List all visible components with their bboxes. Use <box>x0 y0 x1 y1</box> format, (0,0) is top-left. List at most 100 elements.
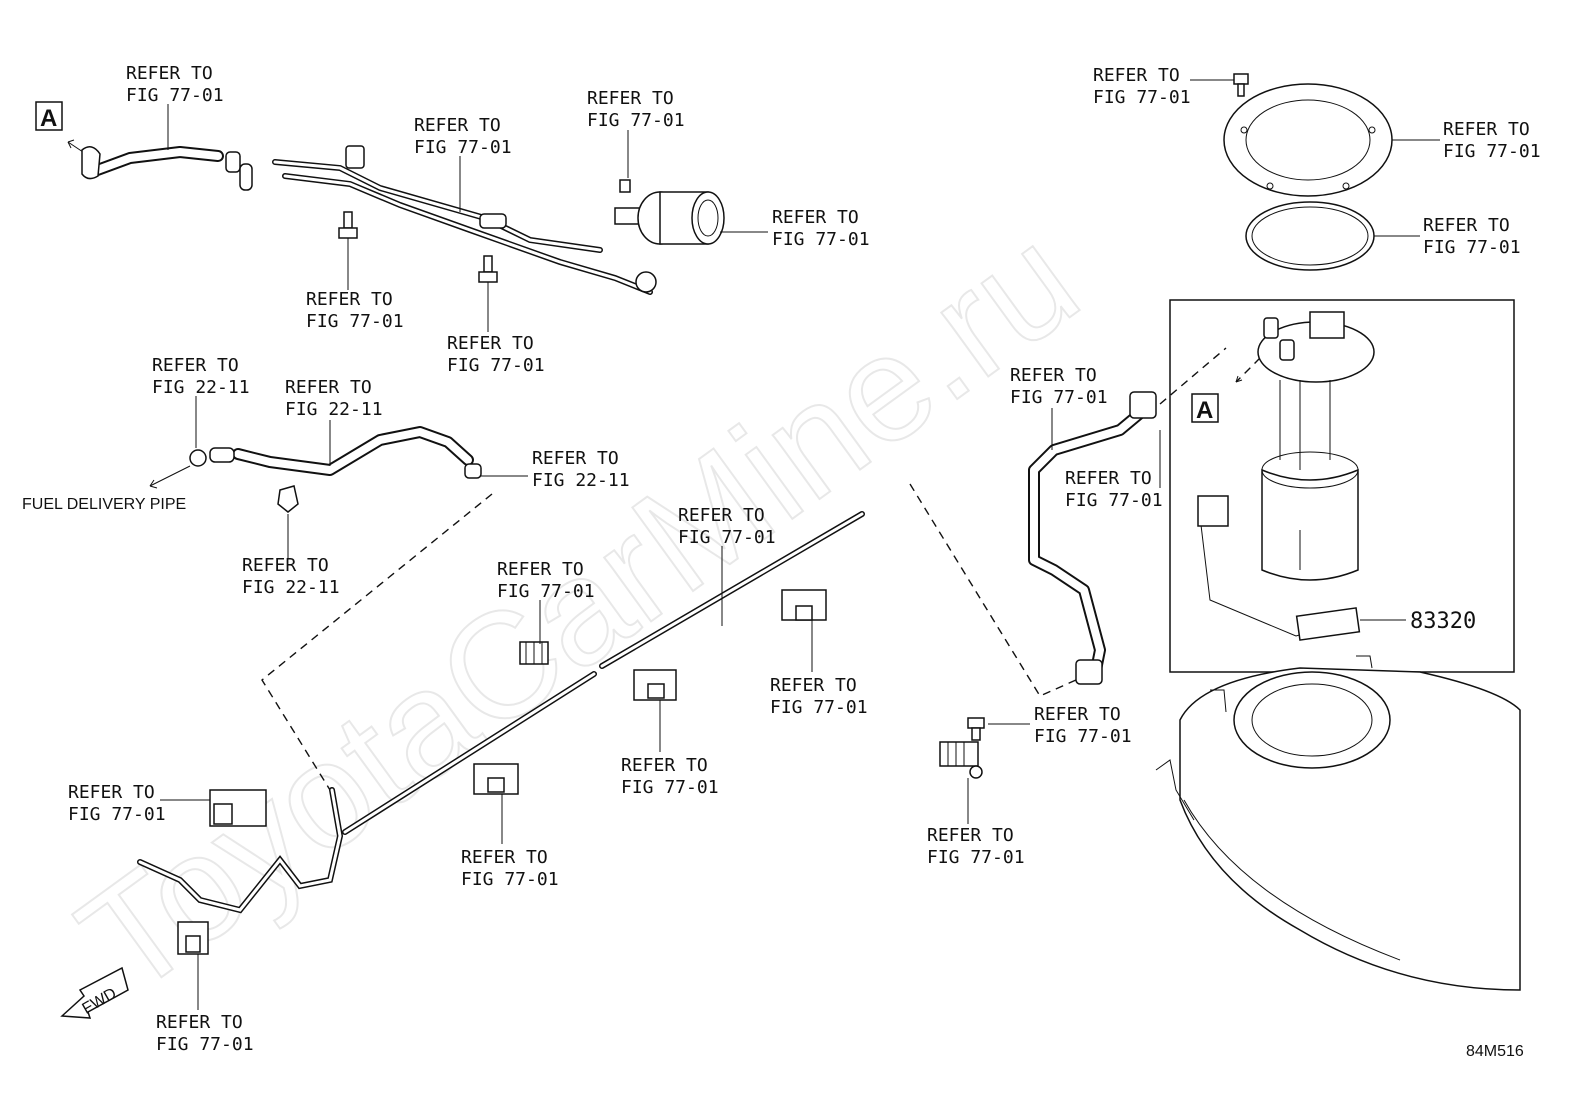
svg-text:FIG 22-11: FIG 22-11 <box>152 377 250 398</box>
marker-a-pump-label: A <box>1196 397 1213 424</box>
svg-text:FIG 77-01: FIG 77-01 <box>772 229 870 250</box>
marker-a-label: A <box>40 105 57 132</box>
svg-text:REFER TO: REFER TO <box>68 782 155 803</box>
svg-text:FIG 77-01: FIG 77-01 <box>1423 237 1521 258</box>
charcoal-canister <box>614 179 725 245</box>
svg-text:FIG 77-01: FIG 77-01 <box>1010 387 1108 408</box>
svg-text:REFER TO: REFER TO <box>285 377 372 398</box>
callout-canister-bolt: REFER TO FIG 77-01 <box>587 88 685 131</box>
callout-clamp-3: REFER TO FIG 77-01 <box>770 675 868 718</box>
callout-clamp-4: REFER TO FIG 77-01 <box>461 847 559 890</box>
svg-text:REFER TO: REFER TO <box>587 88 674 109</box>
svg-text:FIG 77-01: FIG 77-01 <box>68 804 166 825</box>
svg-text:REFER TO: REFER TO <box>1093 65 1180 86</box>
callout-clamp-6: REFER TO FIG 77-01 <box>156 1012 254 1055</box>
svg-text:REFER TO: REFER TO <box>772 207 859 228</box>
svg-text:FIG 77-01: FIG 77-01 <box>678 527 776 548</box>
svg-text:REFER TO: REFER TO <box>927 825 1014 846</box>
svg-text:FIG 77-01: FIG 77-01 <box>126 85 224 106</box>
bolt-1 <box>338 211 358 239</box>
svg-text:FIG 77-01: FIG 77-01 <box>1443 141 1541 162</box>
svg-text:REFER TO: REFER TO <box>1423 215 1510 236</box>
svg-text:FIG 22-11: FIG 22-11 <box>285 399 383 420</box>
svg-text:REFER TO: REFER TO <box>156 1012 243 1033</box>
svg-text:FIG 77-01: FIG 77-01 <box>1093 87 1191 108</box>
svg-text:FIG 77-01: FIG 77-01 <box>587 110 685 131</box>
svg-text:REFER TO: REFER TO <box>414 115 501 136</box>
clamp-6 <box>177 921 209 955</box>
svg-text:REFER TO: REFER TO <box>1034 704 1121 725</box>
callout-bolt-top-right: REFER TO FIG 77-01 <box>1093 65 1191 108</box>
svg-text:REFER TO: REFER TO <box>447 333 534 354</box>
callout-clamp-fig22-right: REFER TO FIG 22-11 <box>532 448 630 491</box>
svg-text:FIG 77-01: FIG 77-01 <box>927 847 1025 868</box>
svg-text:FIG 77-01: FIG 77-01 <box>414 137 512 158</box>
callout-clip-right-middle: REFER TO FIG 77-01 <box>927 825 1025 868</box>
svg-text:REFER TO: REFER TO <box>532 448 619 469</box>
callout-bolt-1: REFER TO FIG 77-01 <box>306 289 404 332</box>
svg-text:FIG 77-01: FIG 77-01 <box>770 697 868 718</box>
svg-text:REFER TO: REFER TO <box>126 63 213 84</box>
svg-text:FIG 77-01: FIG 77-01 <box>1065 490 1163 511</box>
callout-hose-fig22: REFER TO FIG 22-11 <box>285 377 383 420</box>
fuel-tube-long <box>137 511 865 914</box>
callout-pump-hose: REFER TO FIG 77-01 <box>1010 365 1108 408</box>
marker-a-top-left: A <box>35 101 87 155</box>
fuel-pump-assembly <box>1197 311 1375 641</box>
callout-clamp-5: REFER TO FIG 77-01 <box>68 782 166 825</box>
svg-text:FIG 77-01: FIG 77-01 <box>1034 726 1132 747</box>
svg-text:REFER TO: REFER TO <box>1065 468 1152 489</box>
fuel-pump-hose <box>1028 391 1157 685</box>
callout-clamp-fig22-left: REFER TO FIG 22-11 <box>152 355 250 398</box>
svg-text:REFER TO: REFER TO <box>306 289 393 310</box>
svg-text:REFER TO: REFER TO <box>770 675 857 696</box>
callout-clamp-2: REFER TO FIG 77-01 <box>621 755 719 798</box>
svg-text:REFER TO: REFER TO <box>1010 365 1097 386</box>
bolt-top-right <box>1233 73 1249 97</box>
svg-text:FIG 77-01: FIG 77-01 <box>497 581 595 602</box>
callout-hose-left: REFER TO FIG 77-01 <box>126 63 224 106</box>
bolt-right-middle <box>967 717 985 741</box>
svg-text:FIG 77-01: FIG 77-01 <box>461 869 559 890</box>
callout-bolt-right-middle: REFER TO FIG 77-01 <box>1034 704 1132 747</box>
retainer-plate <box>1223 83 1393 197</box>
svg-text:REFER TO: REFER TO <box>242 555 329 576</box>
dashed-region-left <box>261 493 493 791</box>
svg-text:REFER TO: REFER TO <box>152 355 239 376</box>
svg-text:FIG 77-01: FIG 77-01 <box>306 311 404 332</box>
callout-fuel-tube: REFER TO FIG 77-01 <box>678 505 776 548</box>
clip-right-middle <box>939 741 983 779</box>
part-number-83320: 83320 <box>1410 609 1476 634</box>
callout-gasket: REFER TO FIG 77-01 <box>1423 215 1521 258</box>
fuel-tank <box>1155 655 1521 991</box>
svg-text:REFER TO: REFER TO <box>621 755 708 776</box>
callout-canister: REFER TO FIG 77-01 <box>772 207 870 250</box>
fwd-arrow: FWD <box>60 966 129 1019</box>
callout-pump-connector: REFER TO FIG 77-01 <box>1065 468 1163 511</box>
marker-a-pump: A <box>1191 393 1219 424</box>
svg-text:FIG 77-01: FIG 77-01 <box>156 1034 254 1055</box>
clamp-2 <box>633 669 677 701</box>
fuel-delivery-pipe-label: FUEL DELIVERY PIPE <box>22 496 186 513</box>
callout-bolt-2: REFER TO FIG 77-01 <box>447 333 545 376</box>
clamp-3 <box>781 589 827 621</box>
svg-text:FIG 22-11: FIG 22-11 <box>242 577 340 598</box>
callout-hose-group: REFER TO FIG 77-01 <box>414 115 512 158</box>
dashed-region-right <box>909 483 1077 697</box>
svg-text:REFER TO: REFER TO <box>1443 119 1530 140</box>
clamp-5 <box>209 789 267 827</box>
svg-text:FIG 77-01: FIG 77-01 <box>447 355 545 376</box>
svg-text:FIG 77-01: FIG 77-01 <box>621 777 719 798</box>
callout-retainer-plate: REFER TO FIG 77-01 <box>1443 119 1541 162</box>
bolt-2 <box>478 255 498 283</box>
svg-text:REFER TO: REFER TO <box>461 847 548 868</box>
gasket-ring <box>1245 201 1375 271</box>
vapor-hose-left <box>81 146 253 191</box>
clamp-1 <box>519 641 549 665</box>
svg-text:FIG 22-11: FIG 22-11 <box>532 470 630 491</box>
callout-clamp-1: REFER TO FIG 77-01 <box>497 559 595 602</box>
svg-text:REFER TO: REFER TO <box>497 559 584 580</box>
clamp-4 <box>473 763 519 795</box>
hose-to-canister <box>272 145 657 295</box>
